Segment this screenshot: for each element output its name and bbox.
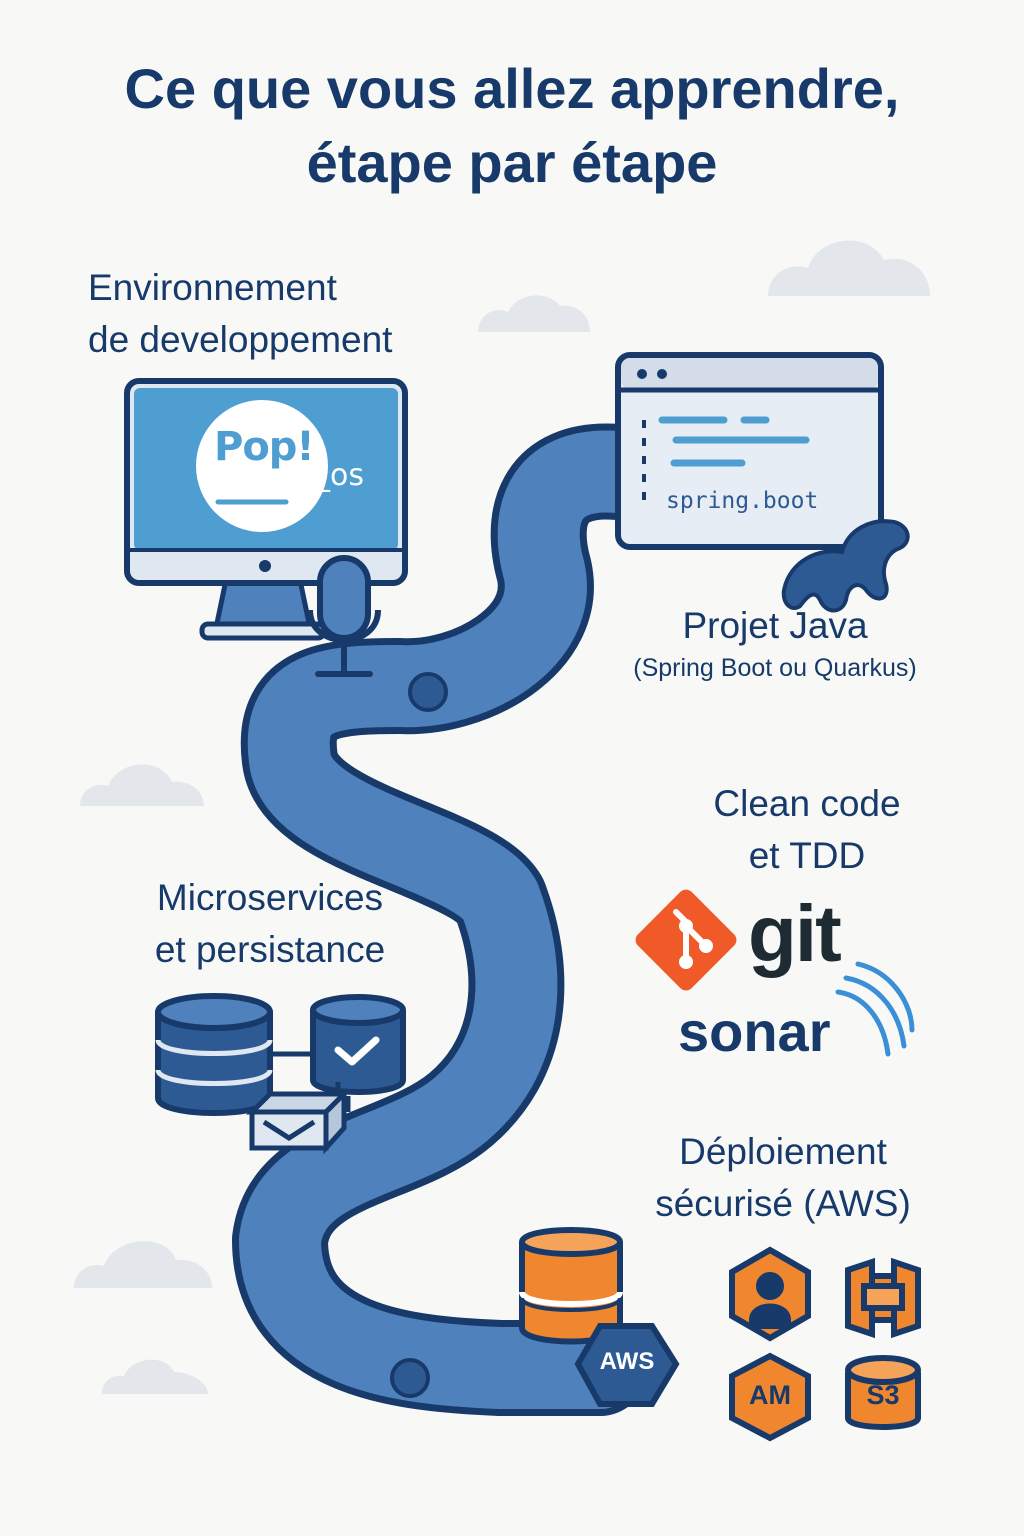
road-milestone [408, 672, 448, 712]
pop-os-suffix: _os [315, 458, 364, 493]
mail-icon [245, 1087, 351, 1155]
check-icon [334, 1036, 380, 1066]
monitor-icon [124, 378, 408, 641]
step-label-deploiement: Déploiement sécurisé (AWS) [655, 1131, 911, 1224]
database-check [310, 994, 406, 1095]
aws-gateway-icon [845, 1257, 875, 1339]
pop-os-logo [196, 400, 328, 532]
sonar-wordmark: sonar [678, 1000, 831, 1063]
git-icon [635, 889, 737, 991]
aws-iam-icon [729, 1352, 811, 1442]
title-line-1: Ce que vous allez apprendre, [124, 57, 900, 120]
step-label-microservices: Microservices et persistance [154, 877, 386, 970]
aws-badge [574, 1323, 680, 1407]
code-window-icon [615, 352, 884, 550]
cloud-icon [102, 1359, 208, 1394]
cloud-icon [768, 240, 930, 296]
page-title: Ce que vous allez apprendre, étape par é… [0, 52, 1024, 200]
step-label-projet-java: Projet Java (Spring Boot ou Quarkus) [633, 605, 917, 682]
road-milestone [390, 1358, 430, 1398]
microphone-icon [307, 555, 381, 677]
code-window-text: spring.boot [666, 488, 819, 514]
aws-iam-label: AM [749, 1380, 791, 1410]
step-label-environnement: Environnement de developpement [88, 267, 393, 360]
title-line-2: étape par étape [306, 131, 718, 194]
bird-icon [781, 519, 910, 613]
aws-bucket-icon [518, 1227, 624, 1345]
cloud-icon [80, 764, 204, 806]
database-icon [155, 993, 273, 1116]
aws-badge-text: AWS [599, 1348, 655, 1375]
pop-os-logo-text: Pop! [214, 424, 315, 470]
git-wordmark: git [748, 889, 842, 978]
cloud-icon [74, 1241, 212, 1288]
cloud-icon [478, 295, 590, 332]
step-label-clean-code: Clean code et TDD [713, 783, 901, 876]
sonar-waves-icon [835, 961, 915, 1057]
aws-s3-icon [845, 1372, 921, 1430]
aws-s3-label: S3 [866, 1380, 900, 1410]
